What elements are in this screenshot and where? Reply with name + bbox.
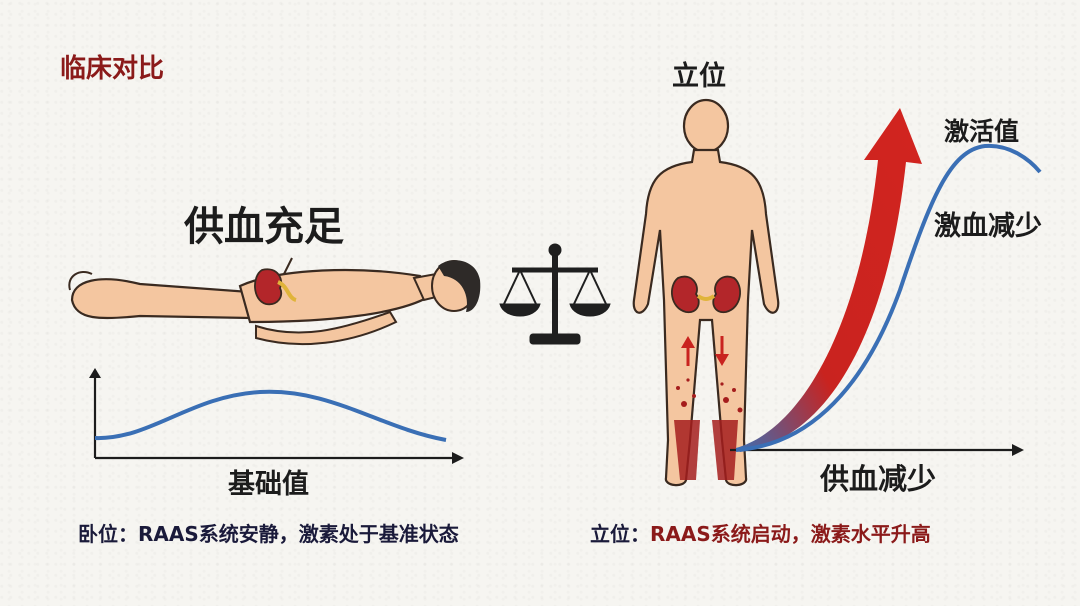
up-arrow-icon: [681, 336, 695, 366]
caption-standing-text: RAAS系统启动，激素水平升高: [650, 522, 931, 546]
supply-reduced-axis-label: 供血减少: [820, 462, 937, 496]
reduced-blood-label: 激血减少: [934, 211, 1042, 242]
caption-standing: 立位：RAAS系统启动，激素水平升高: [590, 518, 931, 547]
standing-body-icon: [632, 98, 780, 487]
reclining-hair: [438, 260, 481, 312]
down-arrow-icon: [715, 336, 729, 366]
activation-chart: [730, 108, 1042, 456]
baseline-chart-y-arrowhead: [89, 368, 101, 378]
caption-lying-prefix: 卧位：: [78, 522, 138, 546]
caption-standing-prefix: 立位：: [590, 522, 650, 546]
reclining-arm: [255, 310, 398, 346]
baseline-chart: [89, 368, 464, 464]
section-title: 临床对比: [60, 54, 165, 84]
kidney-icon: [671, 275, 741, 314]
activation-curve: [735, 143, 1042, 452]
reclining-feet: [68, 271, 93, 291]
baseline-chart-x-arrowhead: [452, 452, 464, 464]
rising-arrow: [736, 108, 922, 452]
baseline-axis-label: 基础值: [228, 469, 309, 500]
standing-label: 立位: [672, 61, 726, 92]
standing-head: [682, 98, 730, 154]
blood-pooling: [674, 378, 743, 480]
baseline-curve: [94, 389, 447, 442]
caption-lying-text: RAAS系统安静，激素处于基准状态: [138, 522, 459, 546]
reclining-body-icon: [68, 257, 481, 346]
balance-scale-icon: [499, 243, 611, 345]
standing-torso: [632, 148, 780, 487]
activation-chart-x-arrowhead: [1012, 444, 1024, 456]
caption-lying: 卧位：RAAS系统安静，激素处于基准状态: [78, 518, 459, 547]
activated-value-label: 激活值: [944, 117, 1020, 146]
reclining-legs: [70, 278, 252, 320]
ample-blood-supply-label: 供血充足: [184, 204, 344, 250]
kidney-icon: [254, 257, 297, 306]
